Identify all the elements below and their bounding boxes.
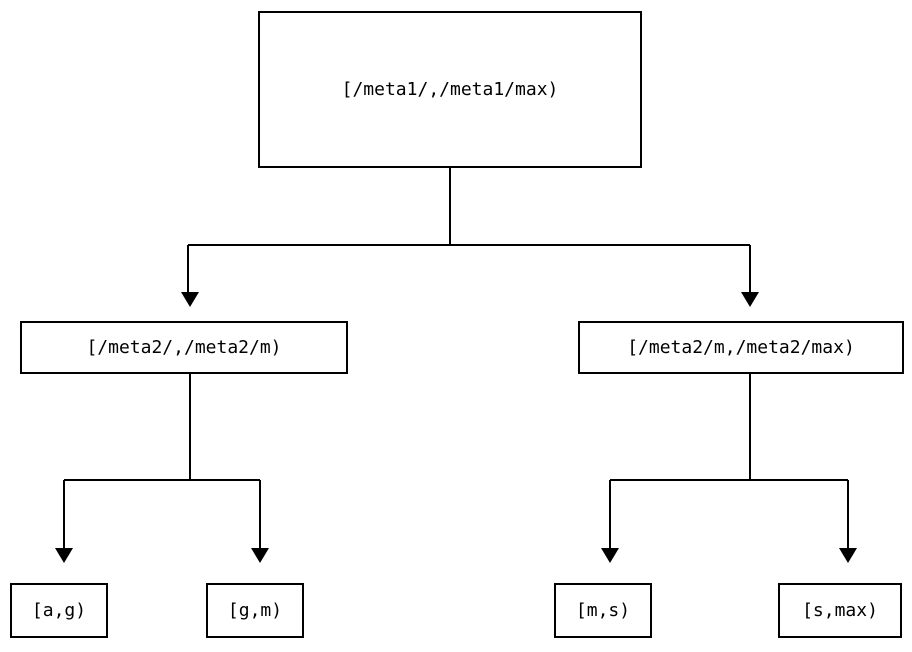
arrowhead-icon-mid-right bbox=[741, 292, 759, 307]
node-leaf-1-label: [a,g) bbox=[31, 599, 87, 621]
node-mid-right-label: [/meta2/m,/meta2/max) bbox=[627, 336, 855, 358]
node-root[interactable]: [/meta1/,/meta1/max) bbox=[258, 11, 642, 168]
arrowhead-icon-leaf-2 bbox=[251, 548, 269, 563]
node-mid-left[interactable]: [/meta2/,/meta2/m) bbox=[20, 321, 348, 374]
node-leaf-4[interactable]: [s,max) bbox=[778, 583, 902, 638]
node-leaf-1[interactable]: [a,g) bbox=[10, 583, 108, 638]
arrowhead-icon-leaf-4 bbox=[839, 548, 857, 563]
arrowhead-icon-leaf-3 bbox=[601, 548, 619, 563]
arrowhead-icon-mid-left bbox=[181, 292, 199, 307]
node-leaf-4-label: [s,max) bbox=[802, 599, 878, 621]
node-leaf-2[interactable]: [g,m) bbox=[206, 583, 304, 638]
node-root-label: [/meta1/,/meta1/max) bbox=[341, 78, 559, 100]
node-leaf-3-label: [m,s) bbox=[575, 599, 631, 621]
node-mid-right[interactable]: [/meta2/m,/meta2/max) bbox=[578, 321, 904, 374]
node-mid-left-label: [/meta2/,/meta2/m) bbox=[86, 336, 282, 358]
arrowhead-icon-leaf-1 bbox=[55, 548, 73, 563]
node-leaf-3[interactable]: [m,s) bbox=[554, 583, 652, 638]
node-leaf-2-label: [g,m) bbox=[227, 599, 283, 621]
